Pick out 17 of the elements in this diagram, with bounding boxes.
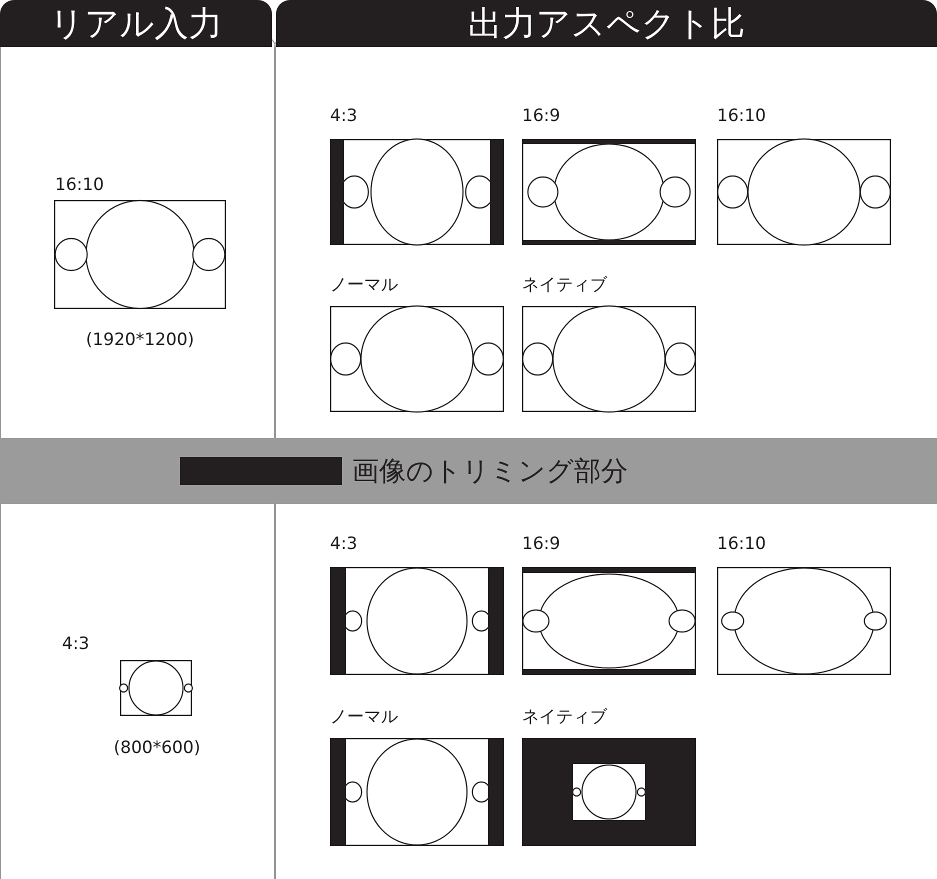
aspect-label: 16:10 [55, 175, 104, 195]
aspect-label: ノーマル [330, 706, 398, 728]
aspect-label: 16:10 [717, 534, 766, 554]
aspect-label: 4:3 [330, 534, 358, 554]
aspect-label: ノーマル [330, 274, 398, 296]
aspect-label: 4:3 [330, 106, 358, 126]
aspect-label: 16:9 [522, 106, 560, 126]
resolution-label: (1920*1200) [86, 330, 194, 350]
aspect-label: 4:3 [62, 634, 90, 654]
aspect-label: 16:9 [522, 534, 560, 554]
header-tab: リアル入力 [0, 0, 272, 47]
aspect-label: 16:10 [717, 106, 766, 126]
legend-text: 画像のトリミング部分 [352, 455, 628, 489]
resolution-label: (800*600) [114, 738, 200, 758]
header-tab: 出力アスペクト比 [276, 0, 937, 47]
aspect-label: ネイティブ [522, 274, 607, 296]
aspect-label: ネイティブ [522, 706, 607, 728]
